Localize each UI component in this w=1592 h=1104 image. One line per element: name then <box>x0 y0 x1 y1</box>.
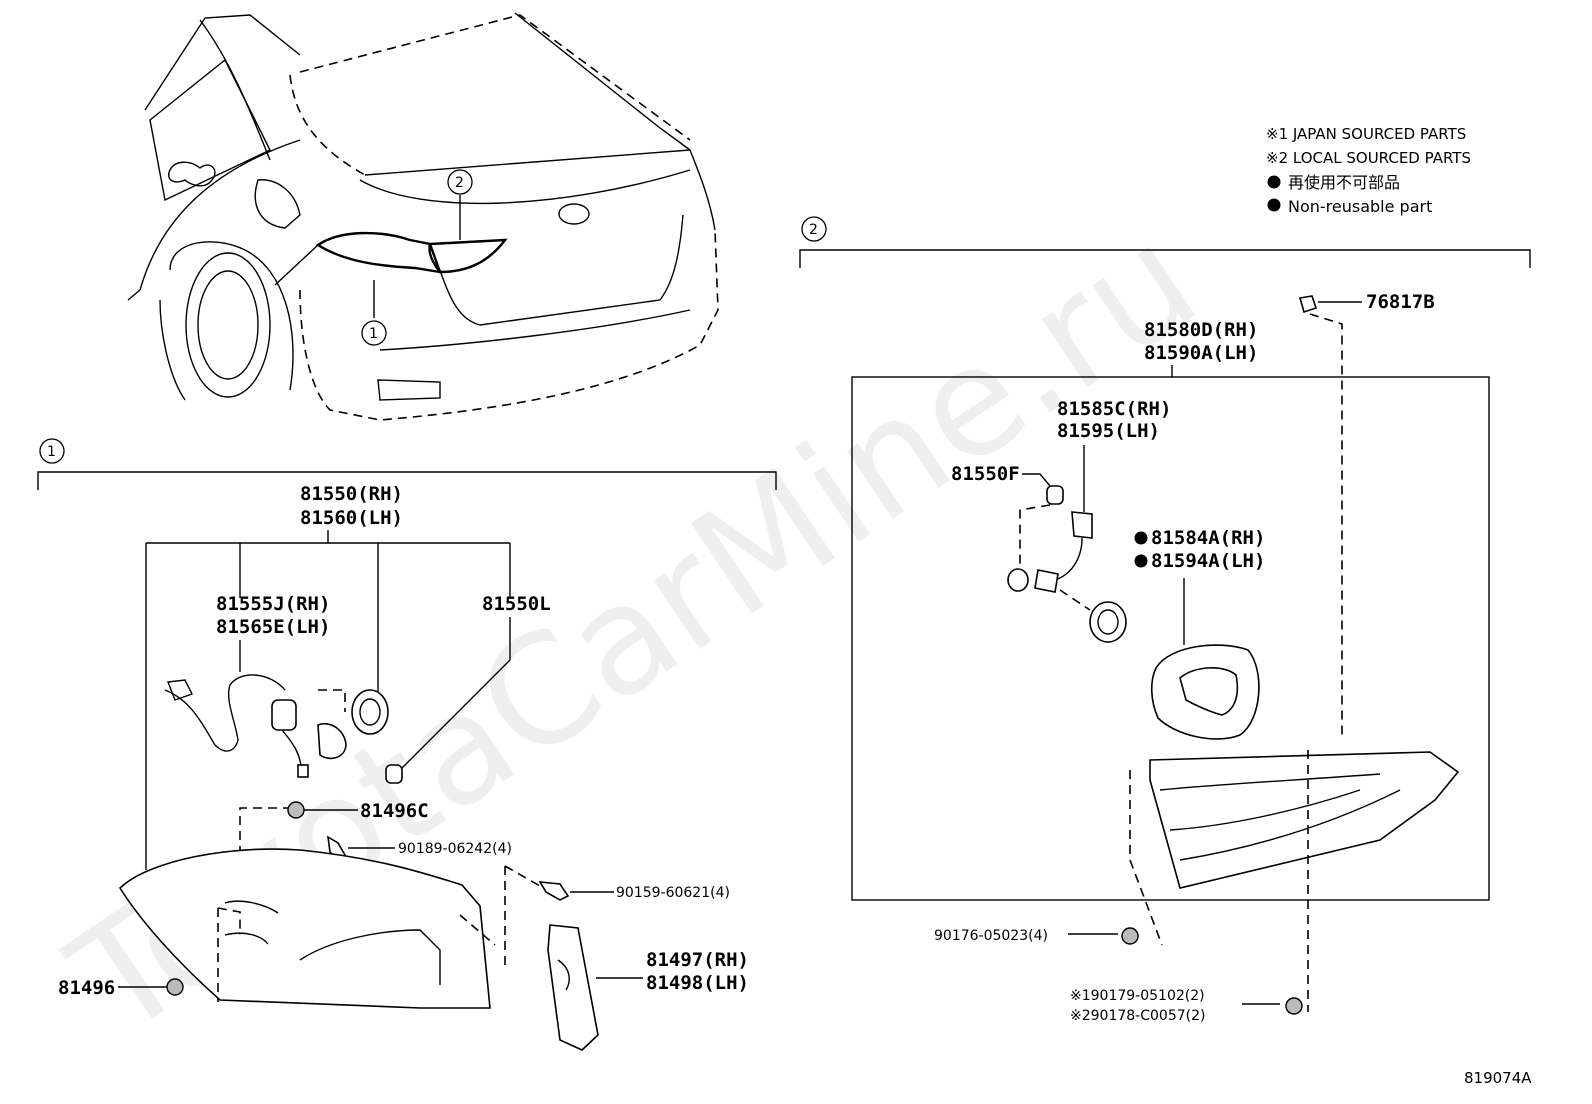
callout-2-vehicle: 2 <box>447 169 473 195</box>
label-90159-60621: 90159-60621(4) <box>616 885 730 901</box>
label-81497-rh: 81497(RH) <box>646 949 749 971</box>
label-81560-lh: 81560(LH) <box>300 507 403 529</box>
assembly-box <box>851 376 1490 901</box>
non-reusable-dot-icon <box>1134 554 1148 568</box>
group-1-callout: 1 <box>47 444 56 460</box>
non-reusable-dot-icon <box>1134 531 1148 545</box>
label-81594a-lh: 81594A(LH) <box>1151 550 1265 572</box>
label-81590a-lh: 81590A(LH) <box>1144 342 1258 364</box>
legend-local-sourced: ※2 LOCAL SOURCED PARTS <box>1266 149 1471 167</box>
vehicle-overview <box>127 12 719 421</box>
legend-non-reusable-en: Non-reusable part <box>1288 197 1432 216</box>
label-90178-c0057: ※290178-C0057(2) <box>1070 1008 1205 1024</box>
legend-non-reusable-jp: 再使用不可部品 <box>1288 173 1400 192</box>
legend: ※1 JAPAN SOURCED PARTS ※2 LOCAL SOURCED … <box>1266 125 1471 216</box>
callout-number: 2 <box>455 175 464 191</box>
group-2-inner-lamp: 2 76817B 81580D(RH) 81590A(LH) 81585C(RH… <box>799 216 1531 1024</box>
legend-japan-sourced: ※1 JAPAN SOURCED PARTS <box>1266 125 1466 143</box>
callout-1-vehicle: 1 <box>361 320 387 346</box>
label-76817b: 76817B <box>1366 291 1435 313</box>
callout-number: 1 <box>369 326 378 342</box>
group-2-callout: 2 <box>809 222 818 238</box>
diagram-code: 819074A <box>1464 1069 1532 1087</box>
label-90176-05023: 90176-05023(4) <box>934 928 1048 944</box>
label-81565e-lh: 81565E(LH) <box>216 616 330 638</box>
label-90179-05102: ※190179-05102(2) <box>1070 988 1205 1004</box>
non-reusable-dot-icon <box>1267 198 1281 212</box>
label-81595-lh: 81595(LH) <box>1057 420 1160 442</box>
label-81555j-rh: 81555J(RH) <box>216 593 330 615</box>
label-81550l: 81550L <box>482 593 551 615</box>
label-81550-rh: 81550(RH) <box>300 483 403 505</box>
label-81496: 81496 <box>58 977 115 999</box>
label-81585c-rh: 81585C(RH) <box>1057 398 1171 420</box>
non-reusable-dot-icon <box>1267 175 1281 189</box>
label-90189-06242: 90189-06242(4) <box>398 841 512 857</box>
label-81496c: 81496C <box>360 800 429 822</box>
group-1-outer-lamp: 1 81550(RH) 81560(LH) 81555J(RH) 81565E(… <box>37 438 777 1051</box>
label-81580d-rh: 81580D(RH) <box>1144 319 1258 341</box>
label-81498-lh: 81498(LH) <box>646 972 749 994</box>
label-81550f: 81550F <box>951 463 1020 485</box>
label-81584a-rh: 81584A(RH) <box>1151 527 1265 549</box>
